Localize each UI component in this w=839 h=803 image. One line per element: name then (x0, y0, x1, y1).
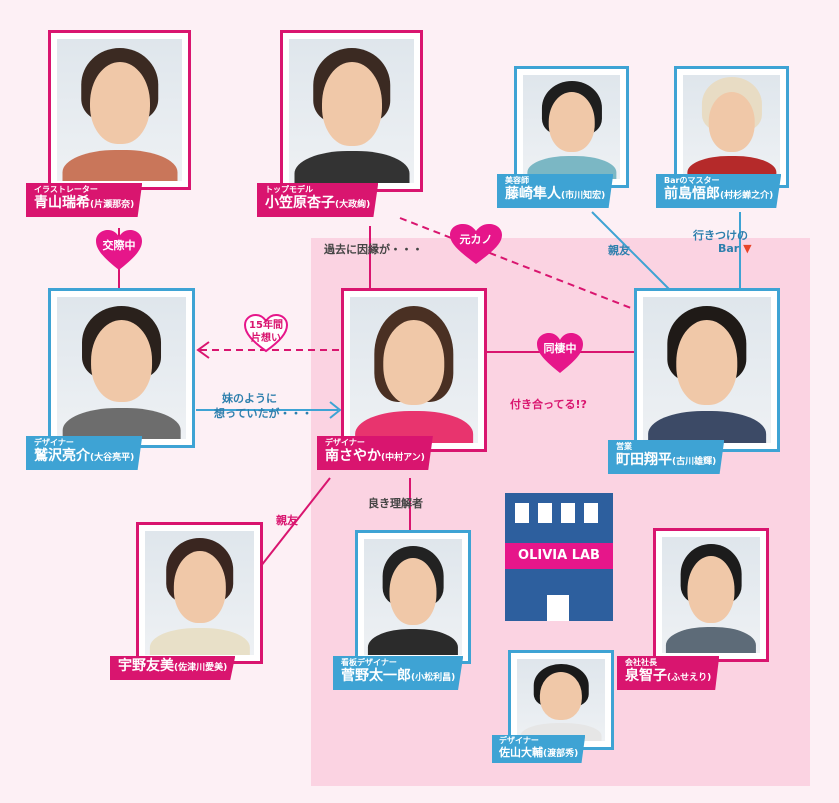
portrait-photo (364, 539, 462, 655)
olivia-lab-building-icon: OLIVIA LAB (505, 493, 613, 621)
relation-regular-bar-line2: Bar ▼ (718, 242, 752, 255)
cocktail-icon: ▼ (743, 242, 752, 255)
portrait-photo (57, 297, 186, 439)
character-card-fujisaki[interactable] (514, 66, 629, 188)
portrait-photo (57, 39, 182, 181)
name-label-maejima: Barのマスター 前島悟郎(村杉蝉之介) (656, 174, 782, 208)
character-card-sugano[interactable] (355, 530, 471, 664)
heart-badge-one-sided-love: 15年間 片想い (243, 313, 289, 353)
character-card-uno[interactable] (136, 522, 263, 664)
character-card-ogasawara[interactable] (280, 30, 423, 192)
heart-badge-living-together: 同棲中 (535, 331, 585, 375)
heart-badge-ex: 元カノ (448, 222, 504, 266)
name-label-izumi: 会社社長 泉智子(ふせえり) (617, 656, 720, 690)
name-label-aoyama: イラストレーター 青山瑞希(片瀬那奈) (26, 183, 143, 217)
relation-past-fate: 過去に因縁が・・・ (324, 243, 423, 256)
name-label-ogasawara: トップモデル 小笠原杏子(大政絢) (257, 183, 379, 217)
relation-regular-bar-line1: 行きつけの (693, 229, 748, 242)
heart-badge-dating: 交際中 (94, 228, 144, 272)
portrait-photo (683, 75, 780, 179)
name-label-washizawa: デザイナー 鷲沢亮介(大谷亮平) (26, 436, 143, 470)
name-label-machida: 営業 町田翔平(古川雄輝) (608, 440, 725, 474)
relation-like-sister-line2: 想っていたが・・・ (214, 407, 313, 420)
name-label-minami: デザイナー 南さやか(中村アン) (317, 436, 433, 470)
portrait-photo (517, 659, 605, 741)
relation-dating-question: 付き合ってる!? (510, 398, 587, 411)
character-card-washizawa[interactable] (48, 288, 195, 448)
relation-best-friend-1: 親友 (608, 244, 630, 257)
portrait-photo (662, 537, 760, 653)
character-card-maejima[interactable] (674, 66, 789, 188)
name-label-fujisaki: 美容師 藤崎隼人(市川知宏) (497, 174, 614, 208)
character-card-machida[interactable] (634, 288, 780, 452)
name-label-sugano: 看板デザイナー 菅野太一郎(小松利昌) (333, 656, 464, 690)
name-label-uno: 宇野友美(佐津川愛美) (110, 656, 236, 680)
portrait-photo (523, 75, 620, 179)
portrait-photo (289, 39, 414, 183)
name-label-sayama: デザイナー 佐山大輔(渡部秀) (492, 735, 586, 763)
portrait-photo (145, 531, 254, 655)
relation-best-friend-2: 親友 (276, 514, 298, 527)
character-card-minami[interactable] (341, 288, 487, 452)
character-card-aoyama[interactable] (48, 30, 191, 190)
character-card-izumi[interactable] (653, 528, 769, 662)
company-logo: OLIVIA LAB (518, 548, 600, 563)
portrait-photo (643, 297, 771, 443)
portrait-photo (350, 297, 478, 443)
relation-understanding: 良き理解者 (368, 497, 423, 510)
character-card-sayama[interactable] (508, 650, 614, 750)
relation-like-sister-line1: 妹のように (222, 392, 277, 405)
